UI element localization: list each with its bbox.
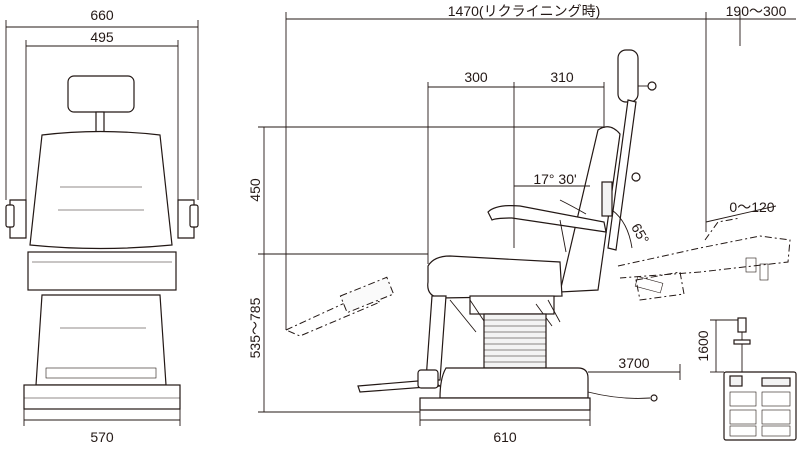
- controller-button-5: [729, 425, 757, 437]
- label-side-base-width: 610: [493, 429, 517, 445]
- front-armrest-knob-right: [189, 204, 199, 228]
- label-controller-height: 1600: [695, 330, 711, 361]
- ghost-controls: [634, 276, 664, 294]
- controller-label-plate: [761, 377, 791, 387]
- side-back-controls: [601, 181, 613, 217]
- side-cable: [587, 391, 651, 399]
- side-headrest-knob: [647, 81, 657, 91]
- side-armrest: [487, 205, 607, 233]
- side-back-knob: [631, 172, 641, 182]
- side-headrest: [617, 49, 639, 103]
- side-backrest: [559, 126, 621, 293]
- side-lift-bellows: [483, 313, 547, 369]
- front-pedestal: [35, 294, 167, 386]
- front-dimensions: 660 495 570: [5, 7, 199, 445]
- reclined-seat-ghost: [635, 271, 685, 301]
- label-front-inner-width: 495: [90, 29, 114, 45]
- controller-button-4: [761, 409, 791, 425]
- controller-head: [737, 317, 747, 333]
- controller-box: [723, 371, 797, 441]
- controller-display: [729, 375, 743, 387]
- controller-dimensions: 1600: [695, 319, 738, 373]
- label-backrest-offset-b: 310: [550, 69, 574, 85]
- front-headrest-post: [95, 111, 105, 133]
- side-base-plate: [419, 397, 591, 411]
- front-view-chair: [5, 75, 199, 410]
- controller-button-3: [729, 409, 757, 425]
- reclined-back-ghost: [617, 235, 791, 279]
- controller-button-1: [729, 391, 757, 407]
- front-seat: [27, 251, 177, 291]
- label-backrest-offset-a: 300: [464, 69, 488, 85]
- side-lift-links: [449, 299, 561, 333]
- label-cable-length: 3700: [618, 355, 649, 371]
- label-seat-height-range: 535〜785: [247, 297, 263, 358]
- controller-button-6: [761, 425, 791, 437]
- side-base-housing: [439, 367, 589, 399]
- label-overall-length: 1470(リクライニング時): [448, 3, 600, 19]
- controller-unit: [723, 317, 797, 441]
- label-headrest-range: 190〜300: [726, 3, 787, 19]
- side-lift-bellows-lines: [484, 319, 546, 363]
- side-footrest-joint: [417, 369, 439, 389]
- front-backrest: [29, 130, 173, 250]
- label-recline-angle: 17° 30': [533, 171, 576, 187]
- reclined-footrest-ghost: [339, 276, 395, 314]
- front-base: [23, 384, 181, 410]
- side-legrest: [425, 295, 447, 381]
- controller-clamp: [733, 339, 751, 345]
- ghost-knob-1: [745, 257, 757, 273]
- label-recline-arc: 65°: [628, 220, 652, 246]
- side-view-chair: [284, 49, 791, 411]
- front-headrest: [67, 75, 135, 113]
- controller-button-2: [761, 391, 791, 407]
- side-seat: [427, 255, 563, 299]
- label-front-total-width: 660: [90, 7, 114, 23]
- label-legrest-range: 0〜120: [729, 199, 774, 215]
- label-back-height: 450: [247, 178, 263, 202]
- label-front-base-width: 570: [90, 429, 114, 445]
- front-footstep: [45, 367, 157, 379]
- ghost-knob-2: [759, 263, 769, 281]
- cable-plug: [650, 394, 658, 402]
- front-armrest-knob-left: [5, 204, 15, 228]
